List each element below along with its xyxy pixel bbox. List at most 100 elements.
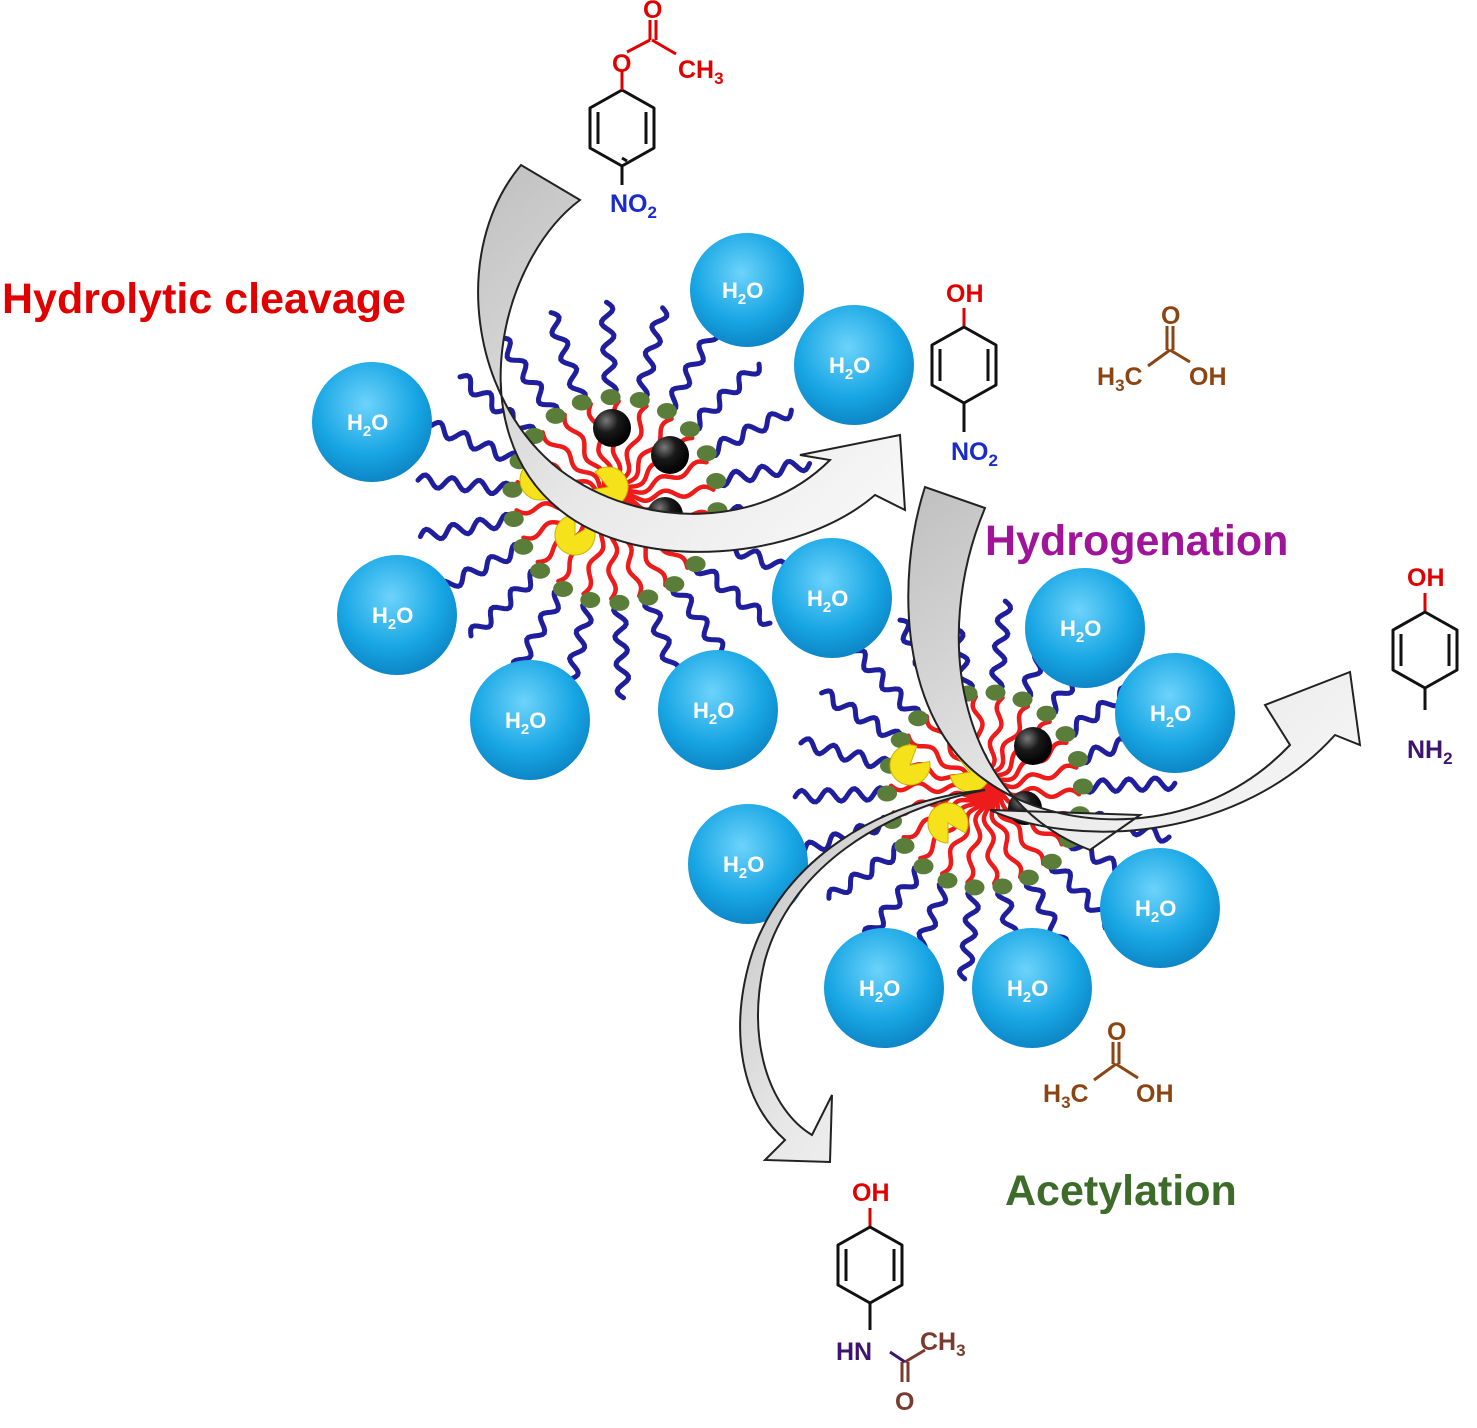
acetic-acid-2-carbonyl: O <box>1107 1018 1126 1046</box>
junction-bead <box>1012 691 1033 708</box>
water-sphere: H2O <box>690 233 804 347</box>
aminophenol-amine: NH2 <box>1407 736 1453 768</box>
water-sub: 2 <box>521 721 529 738</box>
junction-bead <box>913 858 934 875</box>
water-label: H2O <box>347 410 388 440</box>
water-h: H <box>1135 896 1151 921</box>
paracetamol-amide-nh: HN <box>836 1338 872 1366</box>
acetic-acid-2-methyl: H3C <box>1043 1080 1089 1112</box>
water-sub: 2 <box>823 599 831 616</box>
water-label: H2O <box>723 852 764 882</box>
water-sphere: H2O <box>1100 848 1220 968</box>
core-chain <box>939 789 987 876</box>
water-o: O <box>529 708 546 733</box>
water-sphere-body <box>312 362 432 482</box>
core-chain <box>918 789 986 861</box>
polymer-tail <box>861 863 926 941</box>
junction-bead <box>696 445 717 462</box>
acetic-acid-2-hydroxyl: OH <box>1136 1080 1174 1108</box>
junction-bead <box>964 879 985 896</box>
water-label: H2O <box>829 353 870 383</box>
water-h: H <box>1007 976 1023 1001</box>
water-sub: 2 <box>739 865 747 882</box>
water-sub: 2 <box>738 291 746 308</box>
water-h: H <box>1060 616 1076 641</box>
water-label: H2O <box>1007 976 1048 1006</box>
water-o: O <box>1084 616 1101 641</box>
polymer-tail <box>853 647 922 721</box>
polymer-tail <box>826 841 907 901</box>
paracetamol-molecule: OH HN CH3 O <box>836 1179 966 1416</box>
water-h: H <box>693 698 709 723</box>
water-sphere-body <box>470 660 590 780</box>
core-chain <box>981 789 1000 886</box>
water-sphere-body <box>1100 848 1220 968</box>
arrow-hydrolysis <box>477 163 907 553</box>
core-chain <box>983 789 1046 866</box>
water-sub: 2 <box>1076 629 1084 646</box>
water-sphere-body <box>1115 653 1235 773</box>
water-o: O <box>747 852 764 877</box>
junction-bead <box>503 511 524 528</box>
water-sphere-body <box>688 804 808 924</box>
junction-bead <box>1067 751 1088 768</box>
water-label: H2O <box>722 278 763 308</box>
junction-bead <box>992 878 1013 895</box>
nitrophenol-nitro: NO2 <box>951 438 998 470</box>
water-h: H <box>859 976 875 1001</box>
micelle-upper <box>415 299 815 701</box>
polymer-tail <box>704 407 794 459</box>
water-o: O <box>371 410 388 435</box>
core-chain <box>965 789 990 885</box>
water-sphere-body <box>337 555 457 675</box>
paracetamol-methyl: CH3 <box>920 1328 966 1360</box>
junction-bead <box>908 710 929 727</box>
polymer-tail <box>687 361 762 433</box>
enzyme-particle <box>554 514 596 556</box>
water-sub: 2 <box>1166 714 1174 731</box>
acetic-acid-1-carbonyl: O <box>1161 302 1180 330</box>
junction-bead <box>656 403 677 420</box>
water-h: H <box>372 603 388 628</box>
nitrophenol-hydroxyl: OH <box>946 280 984 308</box>
water-h: H <box>505 708 521 733</box>
water-sub: 2 <box>1023 989 1031 1006</box>
water-label: H2O <box>1150 701 1191 731</box>
water-sub: 2 <box>363 423 371 440</box>
water-o: O <box>396 603 413 628</box>
core-chain <box>614 459 709 502</box>
junction-bead <box>638 589 659 606</box>
water-sphere-body <box>690 233 804 347</box>
junction-bead <box>571 394 592 411</box>
water-label: H2O <box>807 586 848 616</box>
water-sphere: H2O <box>824 928 944 1048</box>
water-h: H <box>722 278 738 303</box>
enzyme-particle <box>889 744 931 786</box>
polymer-tail <box>670 581 732 665</box>
junction-bead <box>706 472 727 489</box>
water-sphere: H2O <box>658 650 778 770</box>
water-o: O <box>853 353 870 378</box>
polymer-tail <box>956 884 981 982</box>
polymer-tail <box>510 586 566 674</box>
junction-bead <box>629 392 650 409</box>
enzyme-particle <box>927 802 969 844</box>
aminophenol-molecule: OH NH2 <box>1391 564 1459 768</box>
water-sphere: H2O <box>972 928 1092 1048</box>
polymer-tail <box>989 598 1014 696</box>
water-h: H <box>1150 701 1166 726</box>
polymer-tail <box>560 597 594 695</box>
polymer-tail <box>599 299 619 400</box>
metal-nanoparticle <box>593 409 631 447</box>
junction-bead <box>1018 869 1039 886</box>
water-sphere: H2O <box>312 362 432 482</box>
hydrolytic-cleavage-label: Hydrolytic cleavage <box>2 275 406 323</box>
metal-nanoparticle <box>651 436 689 474</box>
junction-bead <box>679 421 700 438</box>
junction-bead <box>1055 726 1076 743</box>
junction-bead <box>685 556 706 573</box>
junction-bead <box>894 837 915 854</box>
junction-bead <box>1036 705 1057 722</box>
water-sphere-body <box>972 928 1092 1048</box>
